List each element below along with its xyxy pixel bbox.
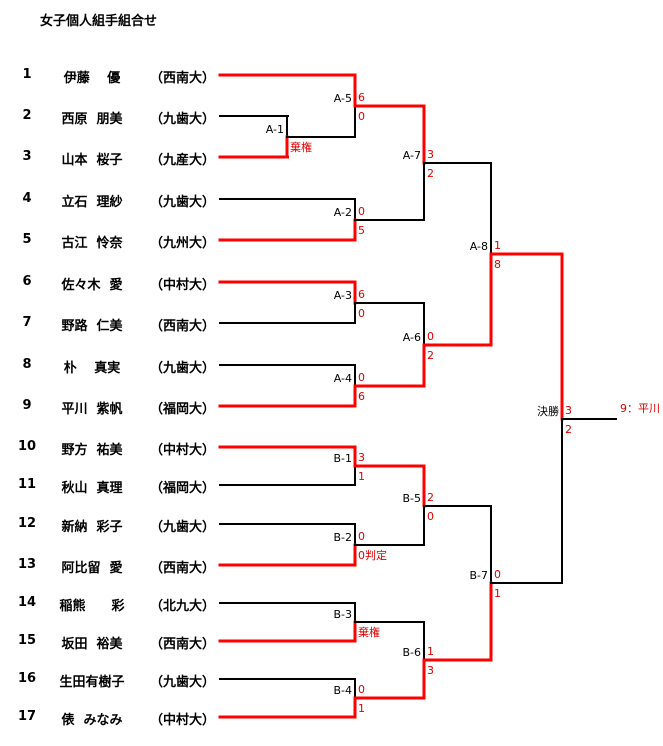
- player-number: 16: [17, 671, 37, 686]
- player-number: 11: [17, 477, 37, 492]
- player-number: 13: [17, 557, 37, 572]
- score-top: 6: [358, 91, 365, 104]
- player-number: 10: [17, 439, 37, 454]
- score-bottom: 0: [358, 307, 365, 320]
- score-bottom: 棄権: [290, 140, 312, 154]
- player-name: 秋山 真理: [61, 481, 123, 496]
- player-number: 14: [17, 595, 37, 610]
- match-label: B-6: [402, 646, 421, 659]
- player-university: （中村大）: [150, 443, 216, 458]
- player-name: 平川 紫帆: [61, 402, 123, 417]
- match-label: A-6: [403, 331, 421, 344]
- player-number: 5: [22, 232, 32, 247]
- score-top: 3: [427, 148, 434, 161]
- player-name: 古江 怜奈: [61, 236, 123, 251]
- score-top: 0: [494, 568, 501, 581]
- player-university: （福岡大）: [150, 402, 216, 417]
- player-name: 西原 朋美: [61, 112, 123, 127]
- player-university: （中村大）: [150, 713, 216, 728]
- player-university: （九歯大）: [150, 675, 216, 690]
- match-label: B-3: [333, 608, 352, 621]
- match-label: B-4: [333, 684, 352, 697]
- player-name: 生田有樹子: [59, 675, 125, 690]
- match-label: B-2: [333, 531, 352, 544]
- player-number: 7: [22, 315, 32, 330]
- score-bottom: 0: [358, 110, 365, 123]
- score-top: 2: [427, 491, 434, 504]
- score-top: 0: [358, 205, 365, 218]
- player-university: （福岡大）: [150, 481, 216, 496]
- player-name: 野路 仁美: [61, 319, 123, 334]
- player-university: （西南大）: [150, 319, 216, 334]
- score-bottom: 6: [358, 390, 365, 403]
- player-university: （九産大）: [150, 153, 216, 168]
- player-university: （九歯大）: [150, 112, 216, 127]
- player-university: （西南大）: [150, 71, 216, 86]
- player-university: （西南大）: [150, 637, 216, 652]
- player-name: 俵 みなみ: [61, 713, 123, 728]
- score-top: 0: [358, 371, 365, 384]
- score-bottom: 棄権: [358, 625, 380, 639]
- player-number: 1: [22, 67, 32, 82]
- player-name: 伊藤 優: [63, 71, 121, 86]
- player-university: （九歯大）: [150, 195, 216, 210]
- match-label: A-1: [266, 123, 284, 136]
- score-bottom: 5: [358, 224, 365, 237]
- player-number: 3: [22, 149, 32, 164]
- player-number: 15: [17, 633, 37, 648]
- score-bottom: 2: [427, 167, 434, 180]
- player-number: 9: [22, 398, 32, 413]
- player-university: （九歯大）: [150, 361, 216, 376]
- page-title: 女子個人組手組合せ: [40, 14, 158, 29]
- player-name: 稲熊 彩: [59, 599, 125, 614]
- score-bottom: 0判定: [358, 548, 387, 562]
- score-top: 3: [358, 451, 365, 464]
- player-name: 朴 真実: [63, 361, 121, 376]
- player-number: 12: [17, 516, 37, 531]
- match-label: A-2: [334, 206, 352, 219]
- player-university: （九州大）: [150, 236, 216, 251]
- score-bottom: 1: [494, 587, 501, 600]
- match-label: B-1: [333, 452, 352, 465]
- player-name: 立石 理紗: [61, 195, 123, 210]
- score-top: 1: [494, 239, 501, 252]
- match-label: 決勝: [537, 404, 559, 418]
- player-university: （北九大）: [150, 599, 216, 614]
- match-label: A-4: [334, 372, 352, 385]
- score-bottom: 8: [494, 258, 501, 271]
- player-number: 6: [22, 274, 32, 289]
- score-top: 0: [358, 530, 365, 543]
- match-label: A-8: [470, 240, 488, 253]
- player-name: 阿比留 愛: [61, 561, 123, 576]
- match-label: B-5: [402, 492, 421, 505]
- player-name: 坂田 裕美: [61, 637, 123, 652]
- score-bottom: 1: [358, 702, 365, 715]
- score-bottom: 0: [427, 510, 434, 523]
- score-top: 0: [427, 330, 434, 343]
- score-top: 6: [358, 288, 365, 301]
- player-name: 佐々木 愛: [61, 278, 123, 293]
- score-bottom: 2: [565, 423, 572, 436]
- score-top: 0: [358, 683, 365, 696]
- score-bottom: 2: [427, 349, 434, 362]
- match-label: A-5: [334, 92, 352, 105]
- player-name: 新納 彩子: [61, 520, 123, 535]
- player-number: 2: [22, 108, 32, 123]
- score-bottom: 1: [358, 470, 365, 483]
- player-number: 17: [17, 709, 37, 724]
- match-label: B-7: [469, 569, 488, 582]
- champion-label: 9：平川: [620, 402, 660, 415]
- score-bottom: 3: [427, 664, 434, 677]
- player-name: 山本 桜子: [61, 153, 123, 168]
- score-top: 1: [427, 645, 434, 658]
- match-label: A-7: [403, 149, 421, 162]
- player-university: （九歯大）: [150, 520, 216, 535]
- score-top: 3: [565, 404, 572, 417]
- player-university: （中村大）: [150, 278, 216, 293]
- match-label: A-3: [334, 289, 352, 302]
- player-number: 4: [22, 191, 32, 206]
- player-number: 8: [22, 357, 32, 372]
- player-name: 野方 祐美: [61, 443, 123, 458]
- player-university: （西南大）: [150, 561, 216, 576]
